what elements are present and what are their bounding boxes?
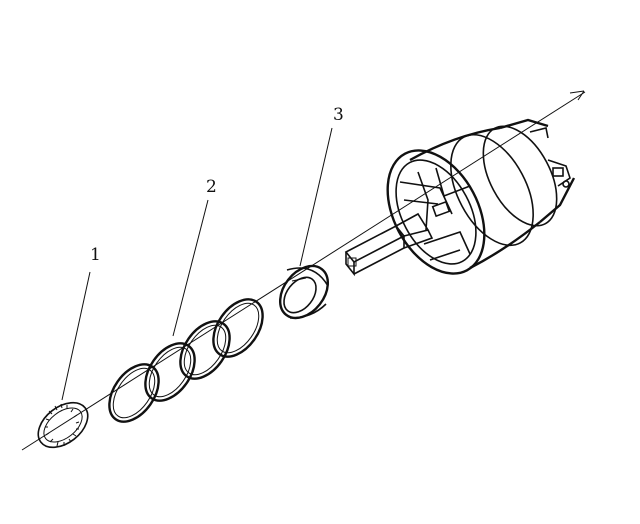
leader-line-2 xyxy=(172,199,209,337)
coil-spring xyxy=(108,298,264,423)
assembly-axis xyxy=(21,90,586,451)
housing-body xyxy=(386,118,576,275)
leader-line-1 xyxy=(61,271,91,401)
leader-line-3 xyxy=(299,127,333,267)
square-shaft xyxy=(344,212,434,277)
part-label-3: 3 xyxy=(333,105,344,125)
end-cap-disc xyxy=(37,401,89,449)
leader-lines xyxy=(61,127,333,401)
part-label-2: 2 xyxy=(206,177,217,197)
part-label-1: 1 xyxy=(90,245,101,265)
disc-marking-ticks xyxy=(45,403,80,447)
sealing-ring xyxy=(278,264,330,320)
